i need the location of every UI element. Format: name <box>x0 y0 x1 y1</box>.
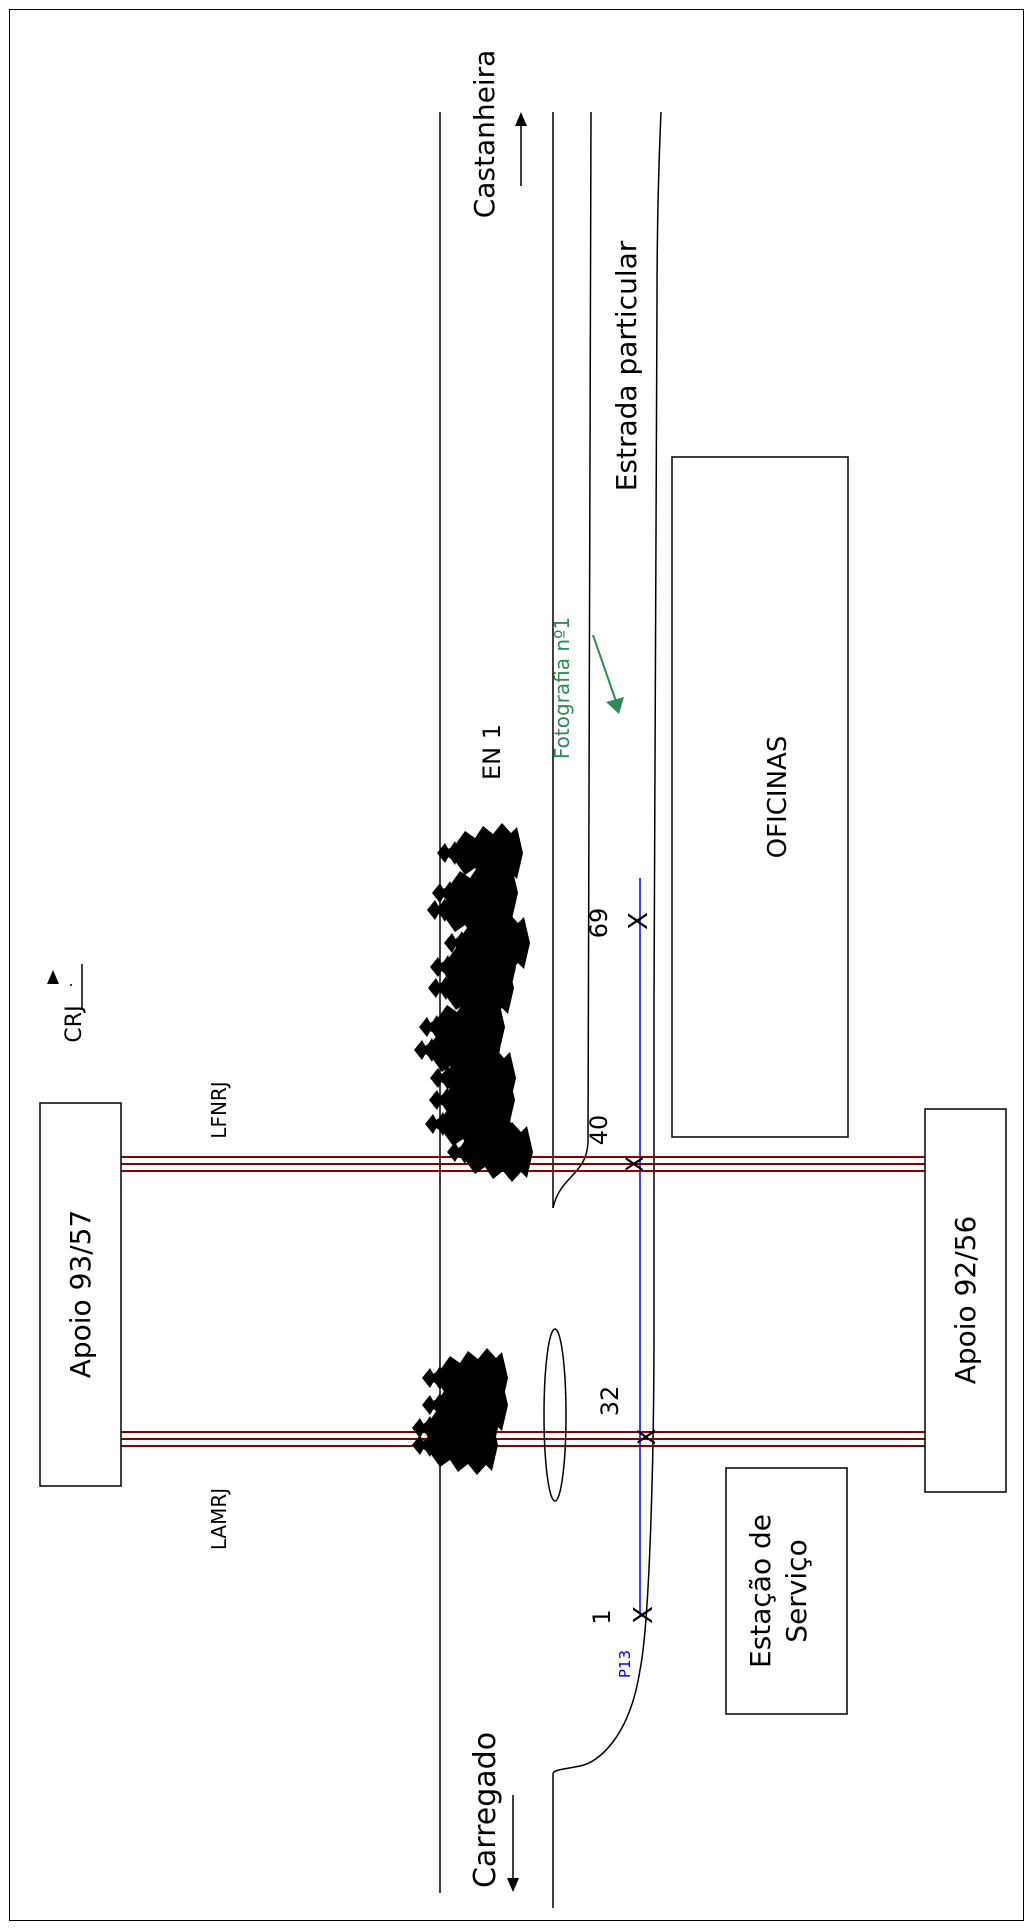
mark-x-1: X <box>629 1606 659 1624</box>
oficinas-box <box>671 456 849 1138</box>
page-frame <box>9 9 1024 1921</box>
label-crj: CRJ <box>62 1005 87 1042</box>
label-1: 1 <box>588 1609 616 1624</box>
apoio-93-57-box <box>39 1102 122 1487</box>
photo-arrow-head <box>606 697 624 714</box>
crj-arrow-head <box>47 970 59 984</box>
label-castanheira: Castanheira <box>468 50 501 219</box>
label-fotografia: Fotografia nº1 <box>550 617 574 759</box>
mark-x-40: X <box>621 1156 649 1172</box>
label-lfnrj: LFNRJ <box>207 1081 231 1138</box>
label-40: 40 <box>585 1115 613 1146</box>
carregado-arrow-head <box>507 1878 519 1892</box>
photo-direction-arrow <box>592 634 619 708</box>
estrada-particular-right-edge <box>552 111 662 1775</box>
label-p13: P13 <box>616 1650 634 1678</box>
label-estacao-line1: Estação de <box>744 1514 777 1668</box>
mark-x-69: X <box>624 912 654 930</box>
label-oficinas: OFICINAS <box>763 736 793 859</box>
apoio-92-56-box <box>924 1108 1007 1493</box>
label-32: 32 <box>596 1386 624 1417</box>
label-estacao-line2: Serviço <box>780 1539 813 1642</box>
highlight-ellipse <box>543 1328 567 1502</box>
tree-cluster-lower <box>412 1348 508 1475</box>
mark-x-32: X <box>633 1429 661 1445</box>
label-69: 69 <box>585 908 613 939</box>
estrada-particular-left-edge <box>552 111 592 1209</box>
label-estrada-particular: Estrada particular <box>610 240 643 491</box>
overhead-line-lamrj <box>121 1431 925 1447</box>
label-carregado: Carregado <box>468 1732 503 1888</box>
label-apoio-92-56: Apoio 92/56 <box>949 1216 982 1385</box>
label-en1: EN 1 <box>478 724 506 780</box>
castanheira-arrow-head <box>515 112 527 126</box>
label-lamrj: LAMRJ <box>207 1488 231 1550</box>
estacao-servico-box <box>725 1467 848 1715</box>
tree-cluster-upper <box>414 823 533 1182</box>
label-apoio-93-57: Apoio 93/57 <box>64 1210 97 1379</box>
